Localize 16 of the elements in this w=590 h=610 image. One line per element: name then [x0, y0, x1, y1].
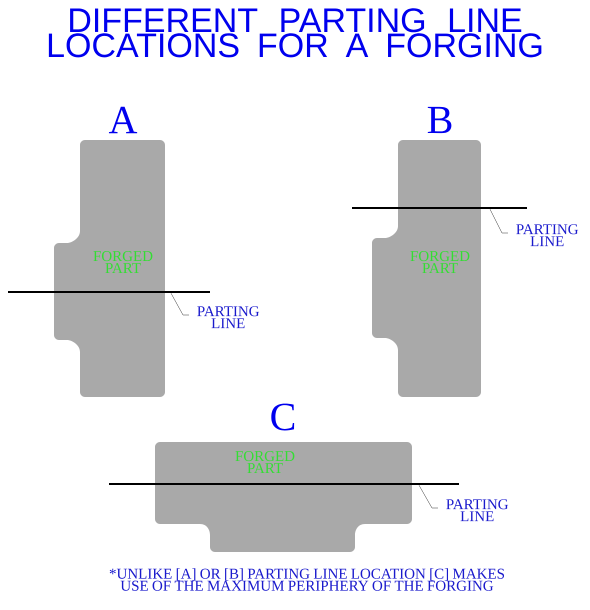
callout-text: PARTING LINE [446, 499, 508, 522]
view-letter: C [271, 404, 294, 430]
caption: *UNLIKE [A] OR [B] PARTING LINE LOCATION [C] MAKES USE OF THE MAXIMUM PERIPHERY OF THE FORGING [110, 568, 504, 591]
leader-line [490, 209, 508, 234]
forged-part: FORGED PART [372, 140, 481, 397]
callout-text: PARTING LINE [197, 306, 260, 328]
parting-line [352, 207, 527, 209]
forged-part: FORGED PART [54, 140, 165, 397]
parting-line [8, 291, 210, 293]
title: DIFFERENT PARTING LINE LOCATIONS FOR A FORGING [48, 8, 542, 58]
forged-part: FORGED PART [155, 442, 412, 552]
parting-line [109, 483, 459, 485]
view-letter: A [108, 106, 138, 134]
callout-text: PARTING LINE [516, 224, 578, 246]
view-letter: B [428, 106, 452, 134]
leader-line [170, 293, 190, 316]
